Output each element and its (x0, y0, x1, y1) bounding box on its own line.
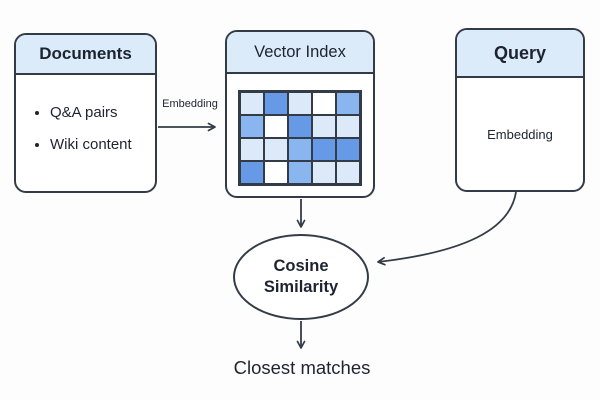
grid-cell-light (312, 115, 336, 138)
node-cosine-similarity: Cosine Similarity (233, 234, 369, 320)
query-embedding-label: Embedding (487, 126, 553, 142)
grid-cell-white (264, 115, 288, 138)
query-body: Embedding (457, 78, 583, 190)
query-title: Query (493, 42, 547, 63)
grid-cell-dark (336, 138, 360, 161)
vector-index-title: Vector Index (254, 42, 346, 61)
list-item: Q&A pairs (50, 97, 155, 129)
list-item: Wiki content (50, 129, 155, 161)
grid-cell-white (312, 92, 336, 115)
vector-grid (238, 90, 362, 186)
grid-cell-dark (288, 115, 312, 138)
grid-cell-dark (312, 138, 336, 161)
grid-cell-dark (240, 161, 264, 184)
grid-cell-light (336, 161, 360, 184)
query-header: Query (457, 30, 583, 78)
grid-cell-light (240, 92, 264, 115)
cosine-line1: Cosine (273, 256, 329, 275)
grid-cell-light (312, 161, 336, 184)
edge-label-embedding: Embedding (162, 98, 218, 110)
grid-cell-dark (264, 92, 288, 115)
grid-cell-light (240, 138, 264, 161)
vector-index-header: Vector Index (227, 32, 373, 74)
node-query: Query Embedding (455, 28, 585, 192)
grid-cell-light (288, 92, 312, 115)
documents-title: Documents (39, 44, 132, 63)
grid-cell-mid (240, 115, 264, 138)
vector-index-body (227, 90, 373, 186)
grid-cell-light (336, 115, 360, 138)
grid-cell-mid (336, 92, 360, 115)
grid-cell-mid (288, 161, 312, 184)
grid-cell-white (264, 161, 288, 184)
grid-cell-mid (288, 138, 312, 161)
node-vector-index: Vector Index (225, 30, 375, 198)
node-documents: Documents Q&A pairs Wiki content (14, 33, 157, 193)
grid-cell-light (264, 138, 288, 161)
documents-list: Q&A pairs Wiki content (16, 97, 155, 160)
documents-body: Q&A pairs Wiki content (16, 97, 155, 160)
arrow-query-to-cosine (377, 191, 517, 266)
closest-matches-label: Closest matches (233, 357, 371, 378)
cosine-line2: Similarity (263, 278, 339, 296)
documents-header: Documents (16, 35, 155, 75)
